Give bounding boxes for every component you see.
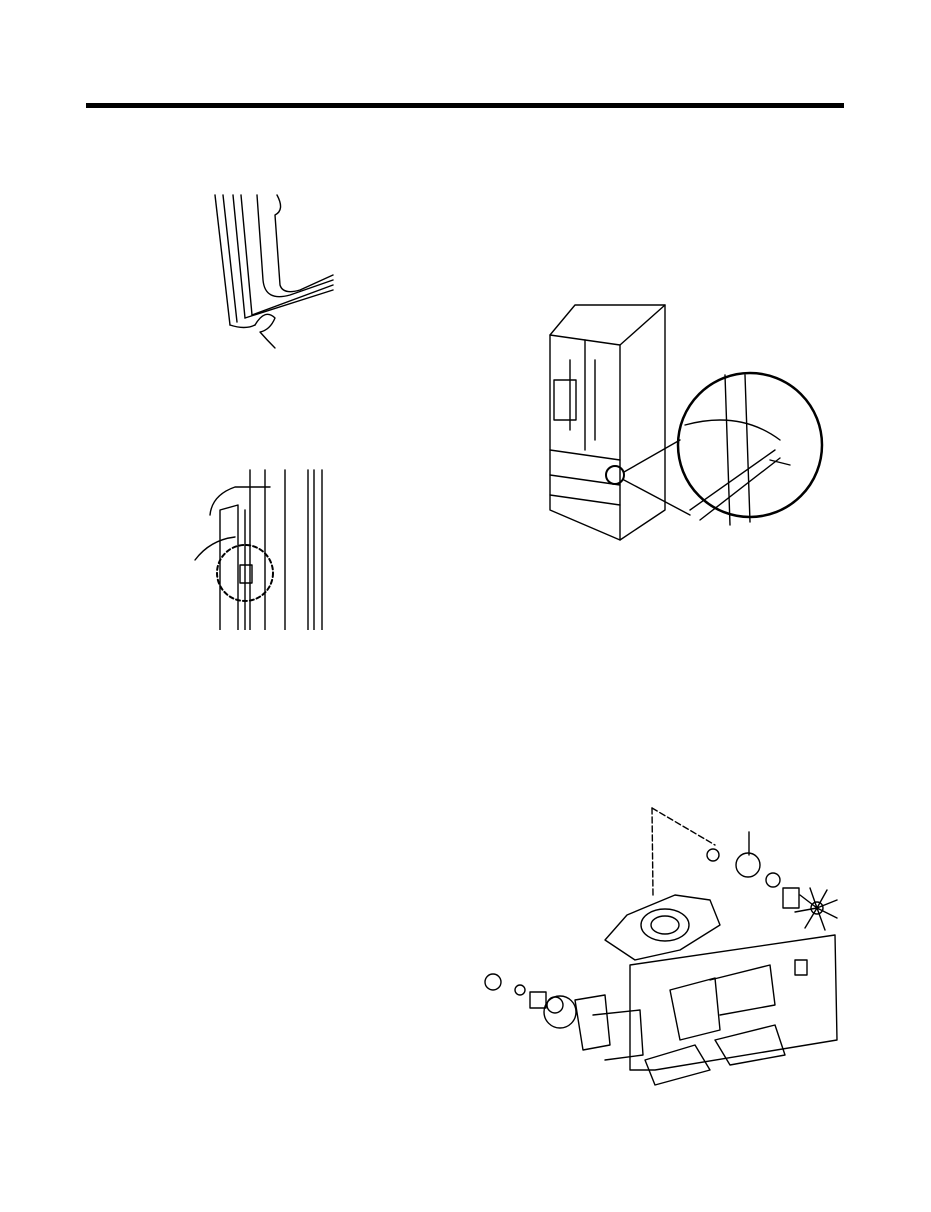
refrigerator-illustration xyxy=(549,304,824,541)
door-gasket-illustration xyxy=(214,194,334,349)
door-clip-illustration xyxy=(194,469,323,630)
exploded-view-illustration xyxy=(484,807,838,1086)
header-rule xyxy=(86,103,844,108)
